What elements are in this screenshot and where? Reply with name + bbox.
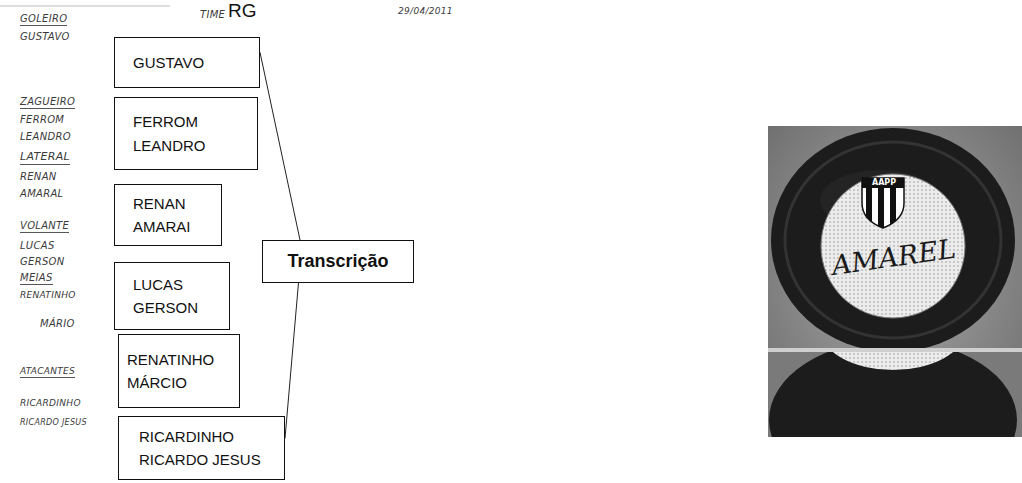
note-label: GUSTAVO bbox=[20, 31, 70, 42]
note-label: 29/04/2011 bbox=[398, 6, 453, 16]
note-label: LEANDRO bbox=[20, 131, 71, 142]
box-text: Transcrição bbox=[287, 248, 388, 276]
box-text: MÁRCIO bbox=[127, 371, 187, 394]
note-label: RENAN bbox=[20, 171, 57, 182]
box-text: GERSON bbox=[133, 296, 198, 319]
name-box: LUCASGERSON bbox=[114, 262, 230, 330]
sheet-edge bbox=[0, 6, 170, 7]
note-label: AMARAL bbox=[20, 188, 63, 199]
note-label: TIME bbox=[200, 9, 225, 20]
name-box: GUSTAVO bbox=[114, 37, 260, 88]
note-label: RICARDINHO bbox=[20, 398, 81, 408]
connector-line bbox=[285, 283, 298, 438]
note-label: RENATINHO bbox=[20, 290, 76, 300]
note-label: LUCAS bbox=[20, 240, 55, 251]
note-label: MEIAS bbox=[20, 272, 53, 285]
box-text: LUCAS bbox=[133, 273, 183, 296]
name-box: RICARDINHORICARDO JESUS bbox=[118, 416, 285, 480]
note-label: RICARDO JESUS bbox=[20, 418, 87, 427]
box-text: FERROM bbox=[133, 110, 198, 133]
box-text: GUSTAVO bbox=[133, 51, 204, 74]
connector-line bbox=[260, 52, 300, 240]
name-box: FERROMLEANDRO bbox=[114, 97, 258, 170]
box-text: LEANDRO bbox=[133, 134, 206, 157]
name-box: RENANAMARAI bbox=[114, 184, 222, 246]
note-label: MÁRIO bbox=[40, 318, 75, 329]
note-label: GOLEIRO bbox=[20, 13, 67, 26]
note-label: AAPP bbox=[866, 178, 902, 187]
note-label: VOLANTE bbox=[20, 220, 69, 233]
box-text: AMARAI bbox=[133, 215, 191, 238]
box-text: RICARDO JESUS bbox=[139, 448, 261, 471]
note-label: RG bbox=[228, 0, 257, 22]
note-label: ZAGUEIRO bbox=[20, 96, 75, 109]
name-box: RENATINHOMÁRCIO bbox=[118, 334, 240, 408]
shield-outline bbox=[862, 178, 904, 228]
box-text: RICARDINHO bbox=[139, 425, 234, 448]
box-text: RENATINHO bbox=[127, 348, 214, 371]
lid-photo bbox=[768, 126, 1022, 437]
name-box: Transcrição bbox=[262, 240, 414, 283]
note-label: ATACANTES bbox=[20, 366, 75, 378]
box-text: RENAN bbox=[133, 192, 186, 215]
note-label: GERSON bbox=[20, 256, 65, 267]
note-label: LATERAL bbox=[20, 150, 70, 165]
club-shield bbox=[860, 176, 906, 230]
note-label: FERROM bbox=[20, 114, 64, 125]
